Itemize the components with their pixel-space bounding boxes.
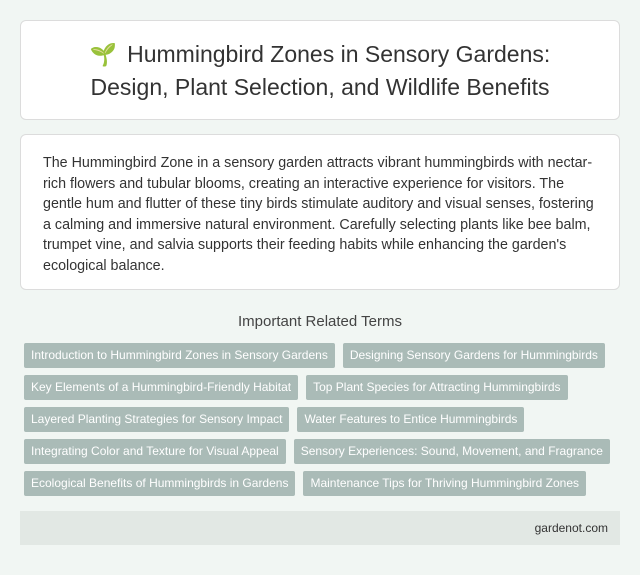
related-terms-list: Introduction to Hummingbird Zones in Sen… [20,343,625,496]
title-card: 🌱Hummingbird Zones in Sensory Gardens: D… [20,20,620,120]
page-title-text: Hummingbird Zones in Sensory Gardens: De… [90,40,551,100]
term-link[interactable]: Maintenance Tips for Thriving Hummingbir… [303,471,587,496]
term-link[interactable]: Top Plant Species for Attracting Humming… [306,375,568,400]
term-link[interactable]: Sensory Experiences: Sound, Movement, an… [293,439,610,464]
description-card: The Hummingbird Zone in a sensory garden… [20,134,620,290]
term-link[interactable]: Layered Planting Strategies for Sensory … [24,407,290,432]
term-link[interactable]: Integrating Color and Texture for Visual… [24,439,286,464]
term-link[interactable]: Introduction to Hummingbird Zones in Sen… [24,343,335,368]
term-link[interactable]: Key Elements of a Hummingbird-Friendly H… [24,375,299,400]
seedling-icon: 🌱 [89,41,118,67]
related-terms-heading: Important Related Terms [238,313,402,330]
footer: gardenot.com [20,511,620,545]
page-title: 🌱Hummingbird Zones in Sensory Gardens: D… [51,38,589,103]
term-link[interactable]: Ecological Benefits of Hummingbirds in G… [24,471,296,496]
term-link[interactable]: Water Features to Entice Hummingbirds [297,407,525,432]
description-text: The Hummingbird Zone in a sensory garden… [43,155,594,274]
footer-site-link[interactable]: gardenot.com [534,521,608,535]
term-link[interactable]: Designing Sensory Gardens for Hummingbir… [342,343,605,368]
